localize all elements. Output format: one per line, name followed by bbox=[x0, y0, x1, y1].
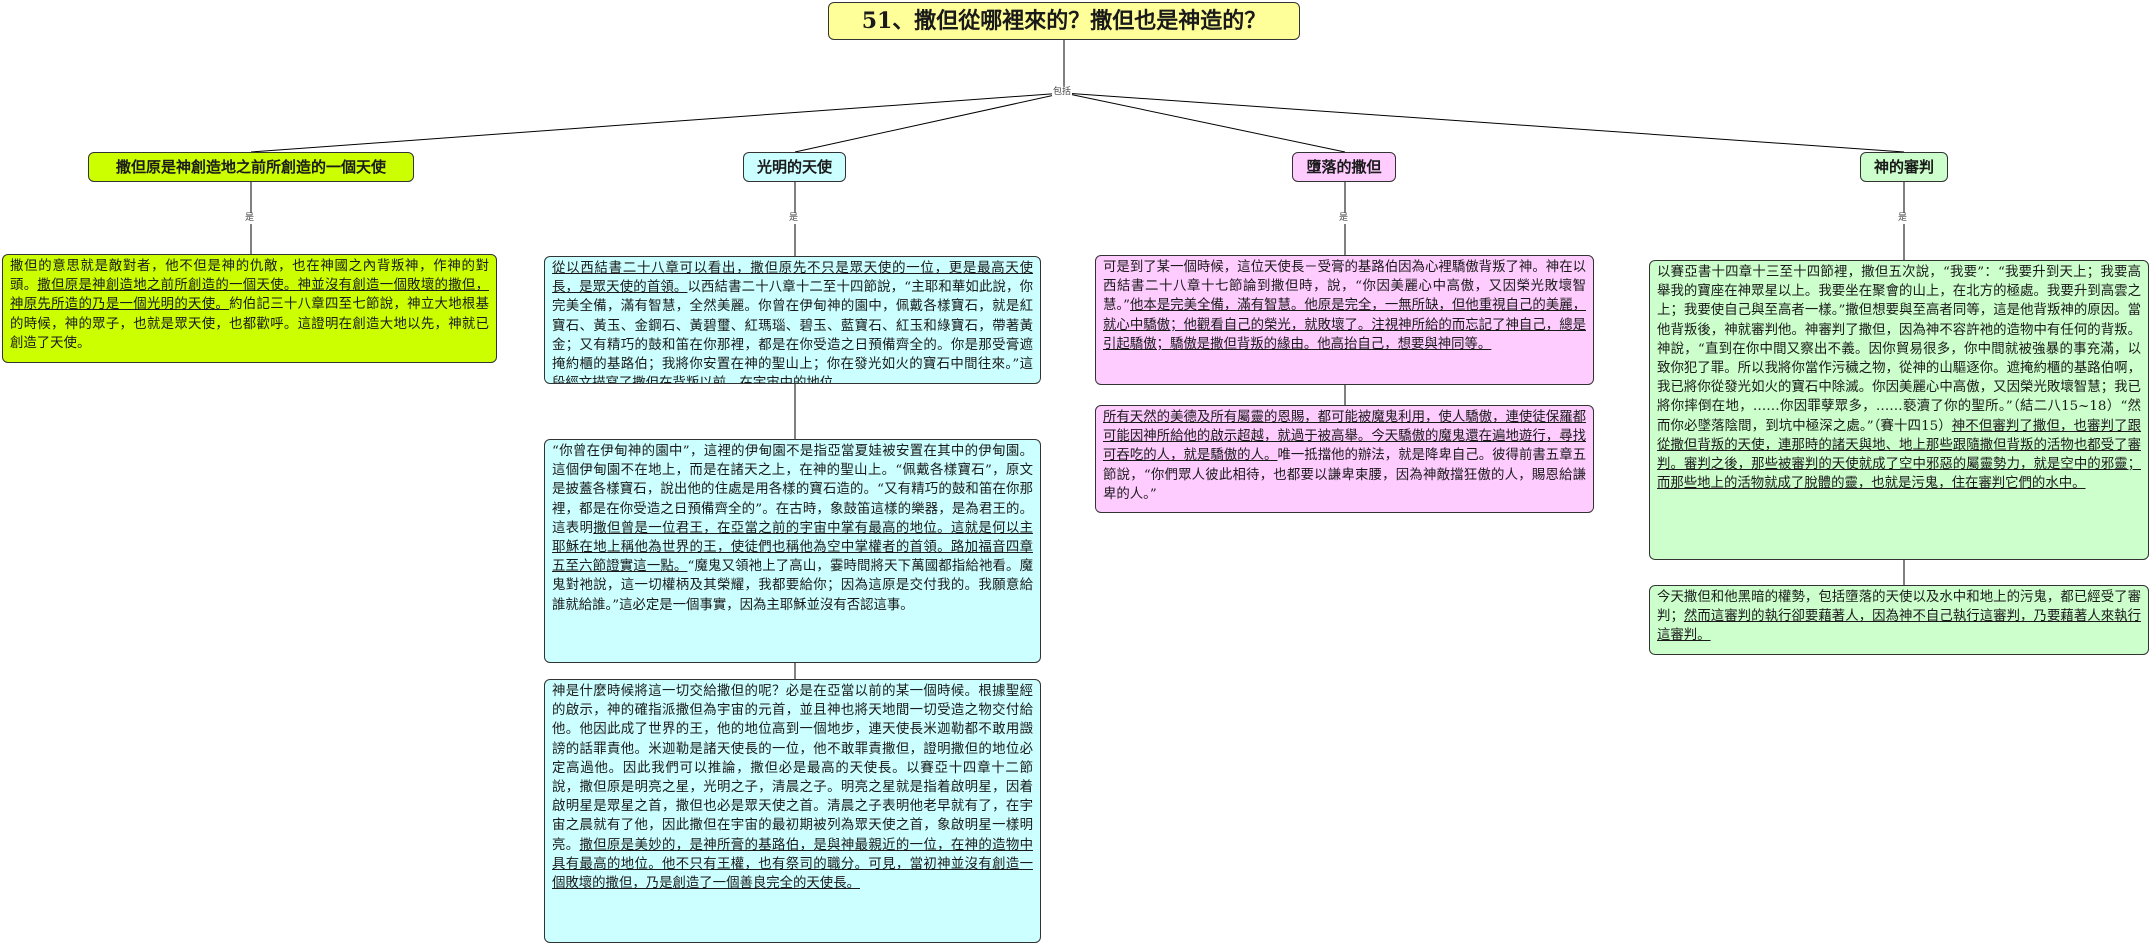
text-segment: “魔鬼又領祂上了高山，霎時間將天下萬國都指給祂看。魔鬼對祂說，這一切權柄及其榮耀… bbox=[552, 559, 1033, 613]
leaf-note[interactable]: 可是到了某一個時候，這位天使長－受膏的基路伯因為心裡驕傲背叛了神。神在以西結書二… bbox=[1095, 255, 1594, 385]
text-segment: 神是什麼時候將這一切交給撒但的呢？必是在亞當以前的某一個時候。根據聖經的啟示，神… bbox=[552, 684, 1033, 853]
underlined-text-segment: 他本是完美全備，滿有智慧。他原是完全，一無所缺，但他重視自己的美麗，就心中驕傲；… bbox=[1103, 298, 1587, 352]
text-segment: 以賽亞書十四章十三至十四節裡，撒但五次說，“我要”：“我要升到天上；我要高舉我的… bbox=[1657, 265, 2141, 434]
text-segment: 唯一抵擋他的辦法，就是降卑自己。彼得前書五章五節說，“你們眾人彼此相待，也都要以… bbox=[1103, 448, 1587, 502]
edge-label-is: 是 bbox=[1338, 213, 1350, 224]
text-segment: 以西結書二十八章十二至十四節說，“主耶和華如此說，你完美全備，滿有智慧，全然美麗… bbox=[552, 280, 1033, 384]
text-segment: 撒但的意思就是敵對者，他不但是神的仇敵，也在神國之內背叛神，作神的對頭。 bbox=[10, 259, 489, 294]
text-segment: 可是到了某一個時候，這位天使長－受膏的基路伯因為心裡驕傲背叛了神。神在以西結書二… bbox=[1103, 260, 1586, 314]
root-topic[interactable]: 51、撒但從哪裡來的？撒但也是神造的？ bbox=[828, 2, 1300, 40]
text-segment: “你曾在伊甸神的園中”，這裡的伊甸園不是指亞當夏娃被安置在其中的伊甸園。這個伊甸… bbox=[552, 444, 1033, 536]
branch-node-satan-created-angel[interactable]: 撒但原是神創造地之前所創造的一個天使 bbox=[88, 152, 414, 182]
underlined-text-segment: 撒但原是神創造地之前所創造的一個天使。神並沒有創造一個敗壞的撒但，神原先所造的乃… bbox=[10, 278, 489, 313]
branch-node-fallen-satan[interactable]: 墮落的撒但 bbox=[1292, 152, 1396, 182]
leaf-note[interactable]: 從以西結書二十八章可以看出，撒但原先不只是眾天使的一位，更是最高天使長，是眾天使… bbox=[544, 256, 1041, 384]
underlined-text-segment: 撒但曾是一位君王，在亞當之前的宇宙中掌有最高的地位。這就是何以主耶穌在地上稱他為… bbox=[552, 520, 1034, 575]
leaf-note[interactable]: 今天撒但和他黑暗的權勢，包括墮落的天使以及水中和地上的污鬼，都已經受了審判；然而… bbox=[1649, 585, 2149, 655]
underlined-text-segment: 撒但原是美妙的，是神所膏的基路伯，是與神最親近的一位，在神的造物中具有最高的地位… bbox=[552, 837, 1034, 892]
leaf-note[interactable]: 神是什麼時候將這一切交給撒但的呢？必是在亞當以前的某一個時候。根據聖經的啟示，神… bbox=[544, 679, 1041, 943]
edge-label-includes: 包括 bbox=[1052, 87, 1073, 98]
leaf-note[interactable]: “你曾在伊甸神的園中”，這裡的伊甸園不是指亞當夏娃被安置在其中的伊甸園。這個伊甸… bbox=[544, 439, 1041, 663]
text-segment: 約伯記三十八章四至七節說，神立大地根基的時候，神的眾子，也就是眾天使，也都歡呼。… bbox=[10, 297, 489, 351]
leaf-note[interactable]: 所有天然的美德及所有屬靈的恩賜，都可能被魔鬼利用，使人驕傲，連使徒保羅都可能因神… bbox=[1095, 405, 1594, 513]
leaf-note[interactable]: 撒但的意思就是敵對者，他不但是神的仇敵，也在神國之內背叛神，作神的對頭。撒但原是… bbox=[2, 254, 497, 363]
underlined-text-segment: 神不但審判了撒但，也審判了跟從撒但背叛的天使，連那時的諸天與地、地上那些跟隨撒但… bbox=[1657, 418, 2141, 492]
edge-label-is: 是 bbox=[788, 213, 800, 224]
text-segment: 今天撒但和他黑暗的權勢，包括墮落的天使以及水中和地上的污鬼，都已經受了審判； bbox=[1657, 590, 2141, 625]
branch-node-gods-judgment[interactable]: 神的審判 bbox=[1860, 152, 1948, 182]
edge-label-is: 是 bbox=[1897, 213, 1909, 224]
edge-label-is: 是 bbox=[244, 213, 256, 224]
underlined-text-segment: 然而這審判的執行卻要藉著人，因為神不自己執行這審判，乃要藉著人來執行這審判。 bbox=[1657, 609, 2142, 644]
underlined-text-segment: 所有天然的美德及所有屬靈的恩賜，都可能被魔鬼利用，使人驕傲，連使徒保羅都可能因神… bbox=[1103, 410, 1586, 464]
branch-node-angel-of-light[interactable]: 光明的天使 bbox=[743, 152, 846, 182]
leaf-note[interactable]: 以賽亞書十四章十三至十四節裡，撒但五次說，“我要”：“我要升到天上；我要高舉我的… bbox=[1649, 260, 2149, 560]
underlined-text-segment: 從以西結書二十八章可以看出，撒但原先不只是眾天使的一位，更是最高天使長，是眾天使… bbox=[552, 261, 1033, 296]
